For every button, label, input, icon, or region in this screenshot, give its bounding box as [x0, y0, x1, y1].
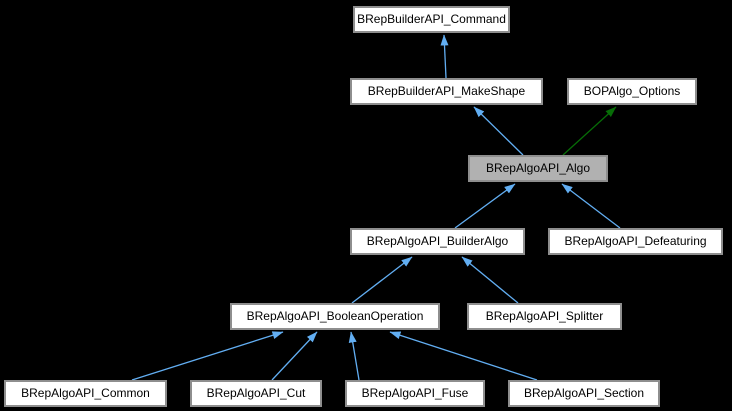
edge-Section-to-BooleanOperation [389, 331, 538, 381]
node-BRepAlgoAPI_Cut[interactable]: BRepAlgoAPI_Cut [190, 380, 322, 407]
edge-Fuse-to-BooleanOperation [348, 331, 360, 381]
node-BRepAlgoAPI_Algo: BRepAlgoAPI_Algo [468, 155, 608, 182]
node-BRepAlgoAPI_Common[interactable]: BRepAlgoAPI_Common [4, 380, 167, 407]
node-BRepAlgoAPI_Defeaturing[interactable]: BRepAlgoAPI_Defeaturing [548, 228, 723, 255]
edge-Common-to-BooleanOperation [131, 331, 284, 381]
edge-BuilderAlgo-to-Algo [454, 183, 516, 229]
node-BRepBuilderAPI_MakeShape[interactable]: BRepBuilderAPI_MakeShape [350, 78, 543, 105]
node-BRepAlgoAPI_Fuse[interactable]: BRepAlgoAPI_Fuse [345, 380, 485, 407]
node-BOPAlgo_Options[interactable]: BOPAlgo_Options [567, 78, 697, 105]
node-BRepBuilderAPI_Command[interactable]: BRepBuilderAPI_Command [353, 6, 510, 33]
node-BRepAlgoAPI_Splitter[interactable]: BRepAlgoAPI_Splitter [467, 303, 622, 330]
edge-Algo-to-BOPAlgo_Options [562, 106, 617, 156]
edge-Splitter-to-BuilderAlgo [461, 256, 519, 304]
edge-Algo-to-MakeShape [473, 106, 524, 156]
node-BRepAlgoAPI_BuilderAlgo[interactable]: BRepAlgoAPI_BuilderAlgo [350, 228, 525, 255]
edge-Defeaturing-to-Algo [561, 183, 621, 229]
edge-BooleanOperation-to-BuilderAlgo [351, 256, 413, 304]
node-BRepAlgoAPI_BooleanOperation[interactable]: BRepAlgoAPI_BooleanOperation [230, 303, 440, 330]
edge-MakeShape-to-Command [440, 34, 449, 79]
node-BRepAlgoAPI_Section[interactable]: BRepAlgoAPI_Section [508, 380, 660, 407]
edge-Cut-to-BooleanOperation [271, 331, 318, 381]
